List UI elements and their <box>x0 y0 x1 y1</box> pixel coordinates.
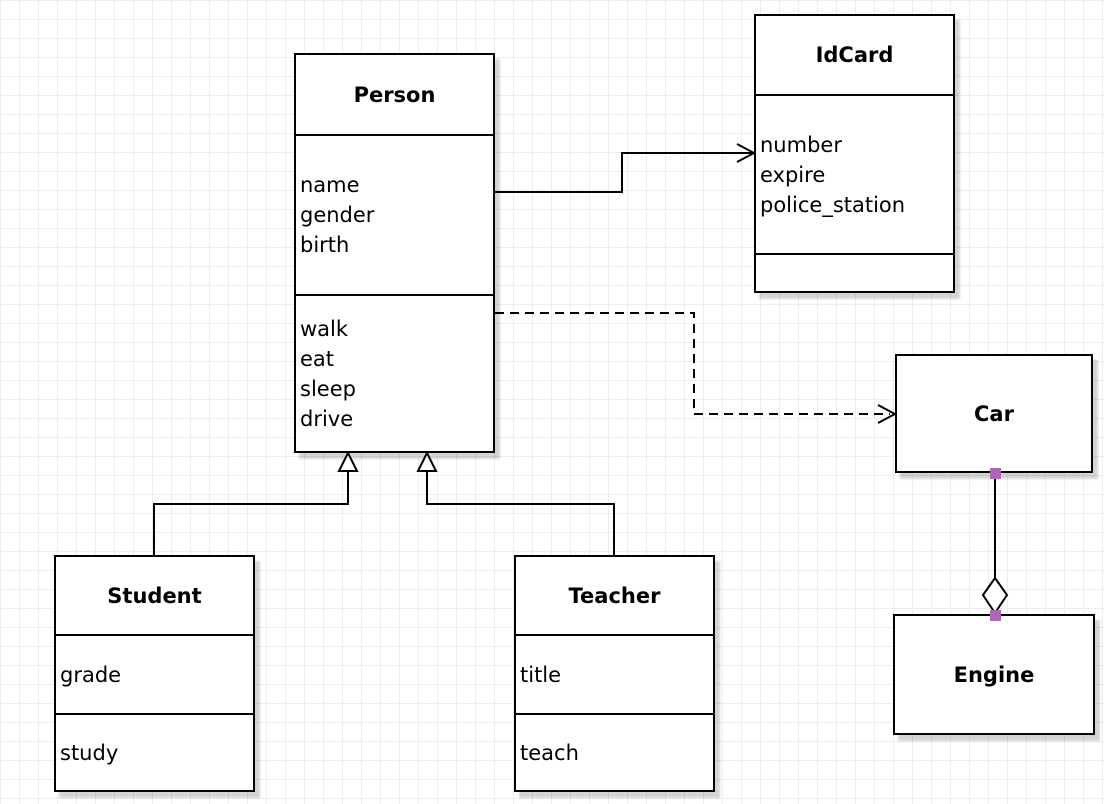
methods-compartment: teach <box>516 715 713 790</box>
uml-class-idcard[interactable]: IdCard number expire police_station <box>754 14 955 293</box>
methods-compartment: walk eat sleep drive <box>296 296 493 451</box>
class-title: Person <box>296 55 493 136</box>
attribute-row: expire <box>760 162 826 187</box>
open-arrowhead-icon <box>877 404 898 424</box>
attribute-row: police_station <box>760 192 906 217</box>
open-arrowhead-icon <box>736 143 757 163</box>
method-row: sleep <box>300 376 356 401</box>
attribute-row: grade <box>60 662 122 687</box>
methods-compartment: study <box>56 715 253 790</box>
uml-class-student[interactable]: Student grade study <box>54 555 255 792</box>
attribute-row: gender <box>300 203 375 227</box>
uml-class-teacher[interactable]: Teacher title teach <box>514 555 715 792</box>
edge-teacher-person-generalization[interactable] <box>416 450 615 555</box>
hollow-triangle-icon <box>337 450 359 472</box>
class-title: Teacher <box>516 557 713 636</box>
method-row: eat <box>300 346 335 371</box>
edge-car-engine-aggregation[interactable] <box>981 468 1009 621</box>
method-row: study <box>60 740 119 765</box>
attributes-compartment: name gender birth <box>296 136 493 296</box>
class-title: Student <box>56 557 253 636</box>
attribute-row: name <box>300 173 360 197</box>
attribute-row: title <box>520 662 562 687</box>
method-row: teach <box>520 740 579 765</box>
method-row: walk <box>300 316 349 341</box>
edge-student-person-generalization[interactable] <box>153 450 359 555</box>
class-title: IdCard <box>756 16 953 96</box>
uml-class-car[interactable]: Car <box>895 354 1093 473</box>
uml-class-engine[interactable]: Engine <box>893 614 1095 735</box>
hollow-diamond-icon <box>981 576 1009 615</box>
attribute-row: birth <box>300 233 350 257</box>
attributes-compartment: number expire police_station <box>756 96 953 255</box>
hollow-triangle-icon <box>416 450 438 472</box>
class-title: Engine <box>953 662 1035 687</box>
methods-compartment-empty <box>756 255 953 291</box>
method-row: drive <box>300 406 354 431</box>
edge-person-car-dependency[interactable] <box>495 312 898 424</box>
attributes-compartment: title <box>516 636 713 715</box>
edge-person-idcard-association[interactable] <box>495 143 757 193</box>
uml-class-person[interactable]: Person name gender birth walk eat sleep … <box>294 53 495 453</box>
attributes-compartment: grade <box>56 636 253 715</box>
class-title: Car <box>974 401 1014 426</box>
attribute-row: number <box>760 132 842 157</box>
